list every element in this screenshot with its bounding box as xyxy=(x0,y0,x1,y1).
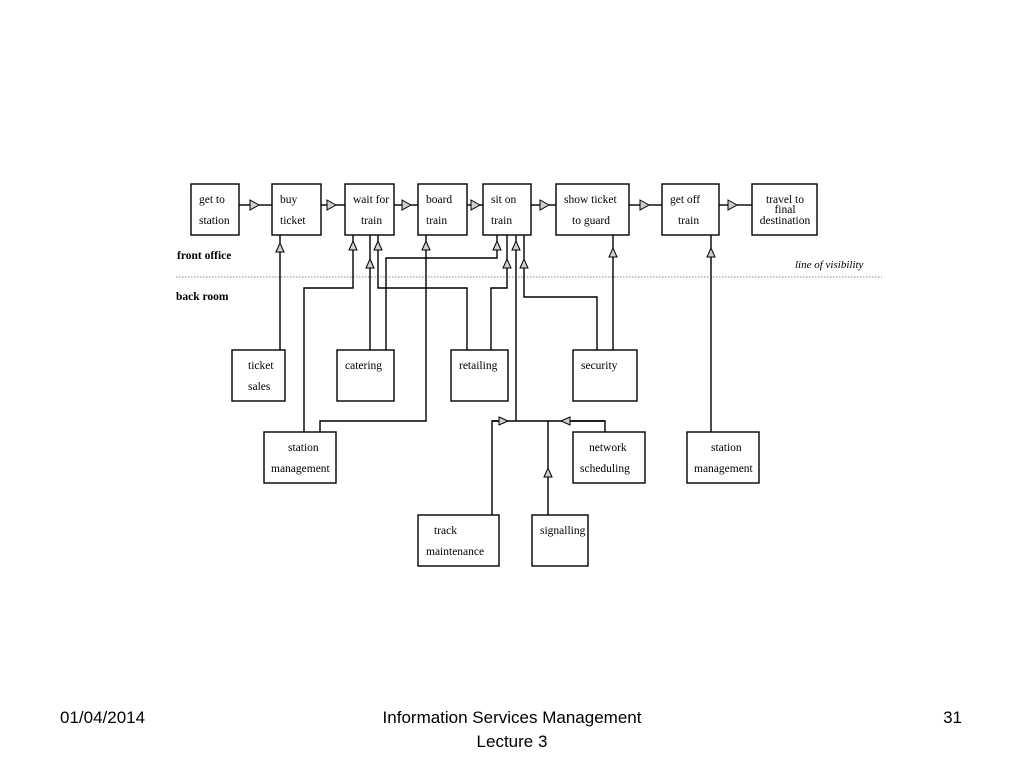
process-label-line: management xyxy=(271,463,331,475)
step-sit-on-train: sit on train xyxy=(482,183,532,236)
arrow-head xyxy=(706,246,716,258)
support-connectors xyxy=(275,235,716,515)
step-label-line: to guard xyxy=(572,215,610,227)
arrow-head xyxy=(502,257,512,269)
footer-title: Information Services Management Lecture … xyxy=(312,706,712,754)
step-label-line: buy xyxy=(280,194,298,206)
service-blueprint-diagram: line of visibility front office back roo… xyxy=(176,183,882,567)
step-get-off-train: get off train xyxy=(661,183,720,236)
step-label-line: board xyxy=(426,194,452,206)
process-label-line: scheduling xyxy=(580,463,630,475)
step-label-line: show ticket xyxy=(564,194,618,206)
arrow-head xyxy=(326,199,338,211)
front-office-label: front office xyxy=(177,250,231,262)
arrow-head xyxy=(373,239,383,251)
step-label-line: train xyxy=(361,215,382,227)
step-label-line: ticket xyxy=(280,215,306,227)
process-station-management-2: station management xyxy=(686,431,760,484)
arrow-head xyxy=(608,246,618,258)
step-label-line: station xyxy=(199,215,230,227)
arrow-head xyxy=(275,241,285,253)
arrow-head xyxy=(498,416,510,426)
back-room-label: back room xyxy=(176,291,229,303)
step-label-line: get off xyxy=(670,194,700,206)
arrow-head xyxy=(365,257,375,269)
arrow-head xyxy=(559,416,571,426)
process-label-line: catering xyxy=(345,360,382,372)
process-label-line: ticket xyxy=(248,360,274,372)
footer-title-line1: Information Services Management xyxy=(382,708,642,727)
step-buy-ticket: buy ticket xyxy=(271,183,322,236)
step-label-line: wait for xyxy=(353,194,389,206)
process-label-line: station xyxy=(711,442,742,454)
process-track-maintenance: track maintenance xyxy=(417,514,500,567)
step-label-line: final xyxy=(774,204,795,216)
process-label-line: management xyxy=(694,463,754,475)
arrow-head xyxy=(470,199,482,211)
step-label-line: train xyxy=(491,215,512,227)
step-label-line: destination xyxy=(760,215,811,227)
arrow-head xyxy=(401,199,413,211)
step-board-train: board train xyxy=(417,183,468,236)
step-label-line: train xyxy=(426,215,447,227)
step-label-line: travel to xyxy=(766,194,804,206)
footer-title-line2: Lecture 3 xyxy=(476,732,548,751)
arrow-head xyxy=(492,239,502,251)
arrow-head xyxy=(511,239,521,251)
process-label-line: station xyxy=(288,442,319,454)
process-label-line: signalling xyxy=(540,525,586,537)
process-label-line: maintenance xyxy=(426,546,484,558)
process-retailing: retailing xyxy=(450,349,509,402)
process-label-line: sales xyxy=(248,381,271,393)
arrow-head xyxy=(348,239,358,251)
process-network-scheduling: network scheduling xyxy=(572,431,646,484)
process-label-line: network xyxy=(589,442,627,454)
step-travel-to-final-destination: travel to final destination xyxy=(751,183,818,236)
arrow-head xyxy=(249,199,261,211)
process-label-line: security xyxy=(581,360,618,372)
arrow-head xyxy=(727,199,739,211)
front-flow-arrows xyxy=(239,199,752,211)
process-label-line: track xyxy=(434,525,457,537)
process-security: security xyxy=(572,349,638,402)
process-catering: catering xyxy=(336,349,395,402)
step-label-line: train xyxy=(678,215,699,227)
arrow-head xyxy=(421,239,431,251)
process-signalling: signalling xyxy=(531,514,589,567)
arrow-head xyxy=(539,199,551,211)
footer-date: 01/04/2014 xyxy=(60,708,146,727)
process-ticket-sales: ticket sales xyxy=(231,349,286,402)
arrow-head xyxy=(639,199,651,211)
step-label-line: sit on xyxy=(491,194,516,206)
line-of-visibility-label: line of visibility xyxy=(795,259,864,271)
step-wait-for-train: wait for train xyxy=(344,183,395,236)
arrow-head xyxy=(519,257,529,269)
step-show-ticket-to-guard: show ticket to guard xyxy=(555,183,630,236)
process-station-management-1: station management xyxy=(263,431,337,484)
arrow-head xyxy=(543,466,553,478)
step-label-line: get to xyxy=(199,194,225,206)
process-label-line: retailing xyxy=(459,360,498,372)
step-get-to-station: get to station xyxy=(190,183,240,236)
footer-page-number: 31 xyxy=(943,708,962,727)
